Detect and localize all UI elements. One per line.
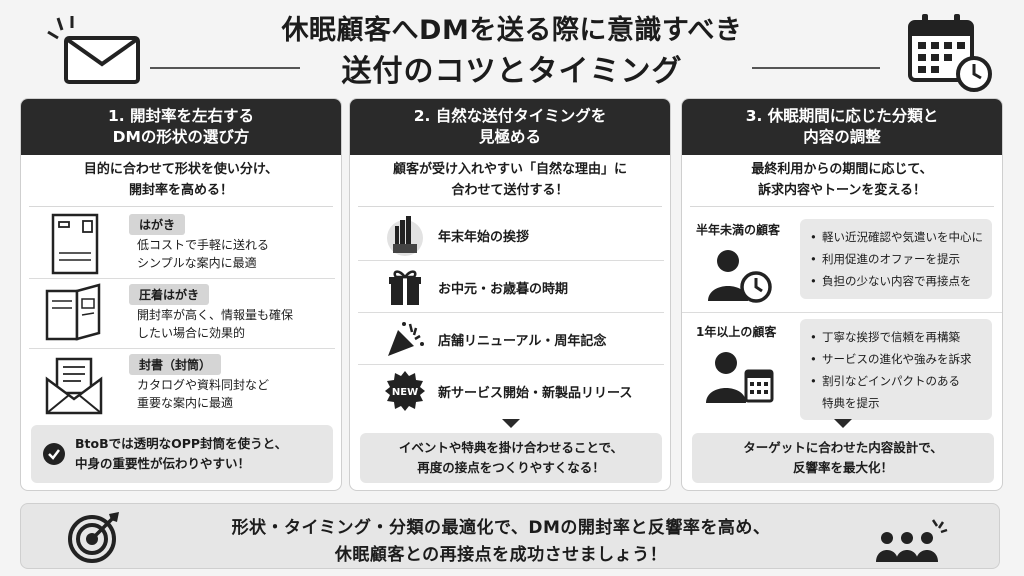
shape-description-line2: 重要な案内に最適 <box>137 396 234 410</box>
panel-heading-line2: 内容の調整 <box>803 128 881 146</box>
footer-line2: 休眠顧客との再接点を成功させましょう！ <box>334 545 668 565</box>
bullet-item: 特典を提示 <box>822 395 880 410</box>
panel-heading-line1: 2. 自然な送付タイミングを <box>413 107 607 126</box>
timing-label: 新サービス開始・新製品リリース <box>438 386 633 401</box>
segment-under-half-year: 半年未満の顧客 軽い近況確認や気遣いを中心に 利用促進のオファーを提示 負担の少… <box>682 211 1002 313</box>
panel-segmentation: 3. 休眠期間に応じた分類と 内容の調整 最終利用からの期間に応じて、 訴求内容… <box>681 98 1003 491</box>
shape-tag: 圧着はがき <box>129 284 210 305</box>
calendar-clock-icon <box>908 14 992 92</box>
summary-line1: ターゲットに合わせた内容設計で、 <box>743 440 943 455</box>
person-calendar-icon <box>706 352 774 403</box>
list-item: NEW 新サービス開始・新製品リリース <box>358 365 664 417</box>
panel-dm-shape: 1. 開封率を左右する DMの形状の選び方 目的に合わせて形状を使い分け、 開封… <box>20 98 342 491</box>
panel-lead-line2: 合わせて送付する！ <box>451 182 569 198</box>
segment-name: 1年以上の顧客 <box>696 325 777 339</box>
timing-label: 年末年始の挨拶 <box>438 230 530 245</box>
bullet-item: 負担の少ない内容で再接点を <box>808 271 984 293</box>
target-icon <box>68 512 119 563</box>
bullet-item: 軽い近況確認や気遣いを中心に <box>808 227 984 249</box>
title-divider-right <box>752 67 880 69</box>
shape-tag: はがき <box>129 214 186 235</box>
shape-tag: 封書（封筒） <box>129 354 222 375</box>
down-arrow-icon <box>502 419 520 428</box>
gift-icon <box>389 270 421 305</box>
shape-description: カタログや資料同封など 重要な案内に最適 <box>137 376 269 412</box>
panel-lead: 顧客が受け入れやすい「自然な理由」に 合わせて送付する！ <box>358 155 662 207</box>
segment-name: 半年未満の顧客 <box>696 223 781 237</box>
envelope-icon <box>47 16 140 84</box>
panel-lead-line1: 最終利用からの期間に応じて、 <box>751 162 933 178</box>
summary-box: ターゲットに合わせた内容設計で、 反響率を最大化！ <box>692 433 994 483</box>
shape-description-line2: したい場合に効果的 <box>137 326 246 340</box>
new-badge-icon: NEW <box>385 371 425 411</box>
timing-label: お中元・お歳暮の時期 <box>438 282 569 297</box>
bullet-item: 利用促進のオファーを提示 <box>808 249 984 271</box>
shape-description: 開封率が高く、情報量も確保 したい場合に効果的 <box>137 306 293 342</box>
envelope-letter-icon <box>45 357 103 415</box>
footer-line1: 形状・タイミング・分類の最適化で、DMの開封率と反響率を高め、 <box>231 518 771 538</box>
kadomatsu-icon <box>387 216 423 256</box>
team-icon <box>876 519 948 562</box>
header: 休眠顧客へDMを送る際に意識すべき 送付のコツとタイミング <box>0 0 1024 96</box>
timing-label: 店舗リニューアル・周年記念 <box>438 334 607 349</box>
list-item: お中元・お歳暮の時期 <box>358 261 664 313</box>
segment-bullets: 丁寧な挨拶で信頼を再構築 サービスの進化や強みを訴求 割引などインパクトのある … <box>800 319 992 421</box>
shape-description-line1: カタログや資料同封など <box>137 378 270 392</box>
list-item: 封書（封筒） カタログや資料同封など 重要な案内に最適 <box>29 349 335 419</box>
postcard-icon <box>51 213 99 275</box>
shape-description-line2: シンプルな案内に最適 <box>137 256 257 270</box>
summary-line1: イベントや特典を掛け合わせることで、 <box>398 440 624 455</box>
panel-heading-line1: 3. 休眠期間に応じた分類と <box>745 107 939 126</box>
panel-lead: 目的に合わせて形状を使い分け、 開封率を高める！ <box>29 155 333 207</box>
new-badge-text: NEW <box>392 387 418 398</box>
page-title-line1: 休眠顧客へDMを送る際に意識すべき <box>281 15 743 46</box>
person-clock-icon <box>708 250 772 303</box>
down-arrow-icon <box>834 419 852 428</box>
title-divider-left <box>150 67 300 69</box>
panel-send-timing: 2. 自然な送付タイミングを 見極める 顧客が受け入れやすい「自然な理由」に 合… <box>349 98 671 491</box>
panel-heading: 3. 休眠期間に応じた分類と 内容の調整 <box>682 99 1002 155</box>
panel-lead-line1: 目的に合わせて形状を使い分け、 <box>83 162 279 178</box>
list-item: 年末年始の挨拶 <box>358 209 664 261</box>
summary-box: イベントや特典を掛け合わせることで、 再度の接点をつくりやすくなる！ <box>360 433 662 483</box>
panel-lead-line2: 訴求内容やトーンを変える！ <box>758 182 926 198</box>
panel-heading-line2: 見極める <box>478 128 541 146</box>
tip-text-line1: BtoBでは透明なOPP封筒を使うと、 <box>75 436 288 451</box>
panel-heading-line1: 1. 開封率を左右する <box>107 107 255 126</box>
footer-banner: 形状・タイミング・分類の最適化で、DMの開封率と反響率を高め、 休眠顧客との再接… <box>20 503 1000 569</box>
check-circle-icon <box>43 443 65 465</box>
page-title-line2: 送付のコツとタイミング <box>341 54 683 89</box>
bullet-item: サービスの進化や強みを訴求 <box>808 349 984 371</box>
panel-lead-line2: 開封率を高める！ <box>128 182 233 198</box>
tip-text-line2: 中身の重要性が伝わりやすい！ <box>75 456 251 471</box>
party-popper-icon <box>388 322 424 356</box>
bullet-item: 割引などインパクトのある <box>808 371 984 393</box>
pressure-sealed-postcard-icon <box>45 283 101 341</box>
panel-heading-line2: DMの形状の選び方 <box>112 128 250 146</box>
shape-description: 低コストで手軽に送れる シンプルな案内に最適 <box>137 236 269 272</box>
tip-box: BtoBでは透明なOPP封筒を使うと、 中身の重要性が伝わりやすい！ <box>31 425 333 483</box>
summary-line2: 反響率を最大化！ <box>792 460 893 475</box>
bullet-item: 丁寧な挨拶で信頼を再構築 <box>808 327 984 349</box>
list-item: 圧着はがき 開封率が高く、情報量も確保 したい場合に効果的 <box>29 279 335 349</box>
shape-description-line1: 開封率が高く、情報量も確保 <box>137 308 294 322</box>
tip-text: BtoBでは透明なOPP封筒を使うと、 中身の重要性が伝わりやすい！ <box>75 434 287 474</box>
summary-line2: 再度の接点をつくりやすくなる！ <box>417 460 605 475</box>
panel-heading: 2. 自然な送付タイミングを 見極める <box>350 99 670 155</box>
list-item: 店舗リニューアル・周年記念 <box>358 313 664 365</box>
shape-description-line1: 低コストで手軽に送れる <box>137 238 270 252</box>
segment-over-one-year: 1年以上の顧客 丁寧な挨拶で信頼を再構築 サービスの進化や強みを訴求 割引などイ… <box>682 313 1002 421</box>
list-item: はがき 低コストで手軽に送れる シンプルな案内に最適 <box>29 209 335 279</box>
panel-heading: 1. 開封率を左右する DMの形状の選び方 <box>21 99 341 155</box>
segment-bullets: 軽い近況確認や気遣いを中心に 利用促進のオファーを提示 負担の少ない内容で再接点… <box>800 219 992 299</box>
panel-lead-line1: 顧客が受け入れやすい「自然な理由」に <box>392 162 627 178</box>
panel-lead: 最終利用からの期間に応じて、 訴求内容やトーンを変える！ <box>690 155 994 207</box>
